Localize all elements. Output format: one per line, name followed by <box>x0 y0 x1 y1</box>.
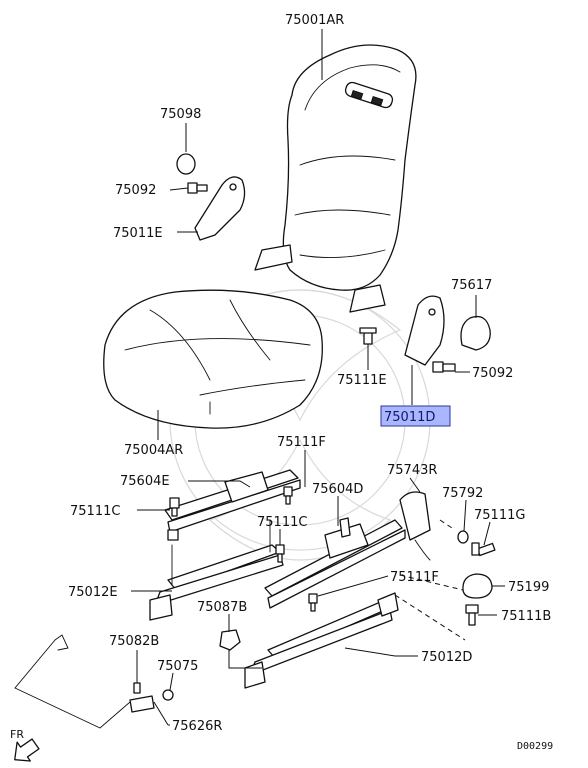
seat-cushion-shape <box>103 289 323 429</box>
nut-75087B-shape <box>219 629 241 651</box>
label-75092-left: 75092 <box>115 183 156 198</box>
label-75087B: 75087B <box>197 600 247 615</box>
bolt-75111G-shape <box>471 542 496 557</box>
label-75626R: 75626R <box>172 719 222 734</box>
label-75004AR: 75004AR <box>124 443 183 458</box>
label-75092-right: 75092 <box>472 366 513 381</box>
cap-75199-shape <box>462 573 493 599</box>
label-75111C-left: 75111C <box>70 504 120 519</box>
label-75604D: 75604D <box>312 482 363 497</box>
label-75098: 75098 <box>160 107 201 122</box>
bolt-75092-right-shape <box>432 361 456 373</box>
label-75011E: 75011E <box>113 226 163 241</box>
bolt-75111C-left-shape <box>169 497 180 517</box>
right-seat-rail-shape <box>264 517 406 609</box>
bolt-75092-left-shape <box>187 182 208 194</box>
label-75604E: 75604E <box>120 474 170 489</box>
leader-lines <box>131 29 505 726</box>
label-75617: 75617 <box>451 278 492 293</box>
label-75111G: 75111G <box>474 508 525 523</box>
label-75011D[interactable]: 75011D <box>384 410 435 425</box>
buckle-75743R-shape <box>399 491 431 561</box>
label-75111C-center: 75111C <box>257 515 307 530</box>
label-75075: 75075 <box>157 659 198 674</box>
bracket-75011E-shape <box>194 176 246 241</box>
label-75012E: 75012E <box>68 585 118 600</box>
bolt-75111F-lower-shape <box>308 593 318 612</box>
label-75111F-lower: 75111F <box>390 570 439 585</box>
washer-75075-shape <box>162 689 174 701</box>
label-75111B: 75111B <box>501 609 551 624</box>
seat-back-shape <box>254 44 417 313</box>
cover-75617-shape <box>460 315 491 351</box>
bracket-75011D-shape <box>404 295 445 366</box>
diagram-code: D00299 <box>517 741 553 752</box>
label-75001AR: 75001AR <box>285 13 344 28</box>
highlight-box-75011D <box>380 405 451 427</box>
left-seat-rail-shape <box>164 469 301 541</box>
label-75199: 75199 <box>508 580 549 595</box>
cap-75098-shape <box>176 153 196 175</box>
right-floor-rail-shape <box>244 592 399 689</box>
clip-75082B-shape <box>133 682 141 694</box>
label-75082B: 75082B <box>109 634 159 649</box>
bolt-75111F-upper-shape <box>283 486 293 505</box>
bolt-75111B-shape <box>465 604 479 626</box>
part-labels: 75001AR 75098 75092 75011E 75617 75092 7… <box>68 13 551 734</box>
label-75111F-upper: 75111F <box>277 435 326 450</box>
washer-75792-shape <box>457 530 469 544</box>
label-75012D: 75012D <box>421 650 472 665</box>
label-75792: 75792 <box>442 486 483 501</box>
front-direction-label: FR <box>10 728 24 741</box>
label-75743R: 75743R <box>387 463 437 478</box>
label-75111E: 75111E <box>337 373 387 388</box>
release-wire-75626R-shape <box>14 634 155 729</box>
front-direction-arrow: FR <box>10 728 40 762</box>
